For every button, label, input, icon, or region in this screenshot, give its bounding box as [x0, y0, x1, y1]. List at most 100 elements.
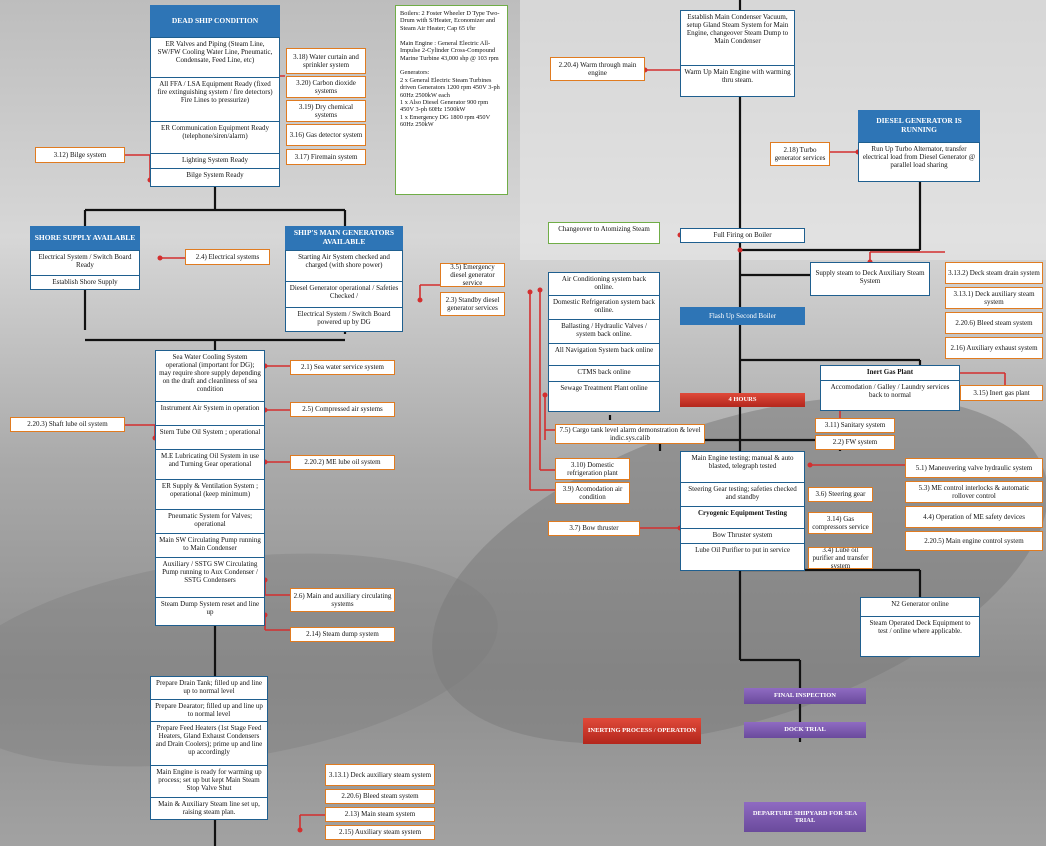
ref-box: 3.7) Bow thruster	[548, 521, 640, 536]
dead-ship-item: All FFA / LSA Equipment Ready (fixed fir…	[151, 77, 279, 121]
testing-item: Steering Gear testing; safeties checked …	[681, 482, 804, 506]
ref-box: 2.20.3) Shaft lube oil system	[10, 417, 125, 432]
dead-ship-item: ER Communication Equipment Ready (teleph…	[151, 121, 279, 153]
ref-box: 3.14) Gas compressors service	[808, 512, 873, 534]
testing-item: Cryogenic Equipment Testing	[681, 506, 804, 528]
ship-gen-item: Electrical System / Switch Board powered…	[286, 307, 402, 332]
ref-box: 2.15) Auxiliary steam system	[325, 825, 435, 840]
systems-list: Sea Water Cooling System operational (im…	[155, 350, 265, 626]
ref-box: 3.10) Domestic refrigeration plant	[555, 458, 630, 480]
ref-box: 3.19) Dry chemical systems	[286, 100, 366, 122]
inert-item: Inert Gas Plant	[866, 368, 914, 376]
condenser-item: Warm Up Main Engine with warming thru st…	[681, 65, 794, 96]
four-hours-marker: 4 HOURS	[680, 393, 805, 407]
ref-box: 7.5) Cargo tank level alarm demonstratio…	[555, 424, 705, 444]
ref-box: 3.9) Acomodation air condition	[555, 482, 630, 504]
feed-item: Prepare Feed Heaters (1st Stage Feed Hea…	[151, 721, 267, 765]
shore-supply-list: Electrical System / Switch Board Ready E…	[30, 250, 140, 290]
ref-box: 3.15) Inert gas plant	[960, 385, 1043, 401]
accom-item: Ballasting / Hydraulic Valves / system b…	[549, 319, 659, 343]
accom-item: Domestic Refrigeration system back onlin…	[549, 295, 659, 319]
ref-box: 3.4) Lube oil purifier and transfer syst…	[808, 547, 873, 569]
n2-list: N2 Generator online Steam Operated Deck …	[860, 597, 980, 657]
main-condenser-list: Establish Main Condenser Vacuum, setup G…	[680, 10, 795, 97]
accom-list: Air Conditioning system back online. Dom…	[548, 272, 660, 412]
dock-trial-box: DOCK TRIAL	[744, 722, 866, 738]
ref-box: 2.5) Compressed air systems	[290, 402, 395, 417]
ship-gen-item: Diesel Generator operational / Safeties …	[286, 281, 402, 307]
inert-list: Inert Gas Plant Accomodation / Galley / …	[820, 365, 960, 411]
system-item: M.E Lubricating Oil System in use and Tu…	[156, 449, 264, 479]
testing-item: Lube Oil Purifier to put in service	[681, 543, 804, 569]
dead-ship-item: Bilge System Ready	[151, 168, 279, 183]
dead-ship-header: DEAD SHIP CONDITION	[150, 5, 280, 37]
feed-item: Prepare Dearator; filled up and line up …	[151, 699, 267, 721]
ref-box: 2.18) Turbo generator services	[770, 142, 830, 166]
ref-box: 2.20.2) ME lube oil system	[290, 455, 395, 470]
feed-item: Main & Auxiliary Steam line set up, rais…	[151, 797, 267, 819]
ref-box: 3.17) Firemain system	[286, 149, 366, 165]
ref-box: 2.6) Main and auxiliary circulating syst…	[290, 588, 395, 612]
system-item: Main SW Circulating Pump running to Main…	[156, 533, 264, 557]
ref-box: 2.20.4) Warm through main engine	[550, 57, 645, 81]
ref-box: 2.13) Main steam system	[325, 807, 435, 822]
system-item: Steam Dump System reset and line up	[156, 597, 264, 619]
ref-box: 2.1) Sea water service system	[290, 360, 395, 375]
ref-box: 2.4) Electrical systems	[185, 249, 270, 265]
accom-item: Air Conditioning system back online.	[561, 275, 647, 292]
ref-box: 2.2) FW system	[815, 435, 895, 450]
ship-generators-header: SHIP'S MAIN GENERATORS AVAILABLE	[285, 226, 403, 250]
system-item: Instrument Air System in operation	[156, 401, 264, 425]
second-boiler-box: Flash Up Second Boiler	[680, 307, 805, 325]
shore-item: Establish Shore Supply	[31, 275, 139, 290]
dead-ship-item: Lighting System Ready	[151, 153, 279, 168]
ref-box: 3.16) Gas detector system	[286, 124, 366, 146]
inert-item: Accomodation / Galley / Laundry services…	[821, 380, 959, 410]
ref-box: 2.20.6) Bleed steam system	[325, 789, 435, 804]
dead-ship-list: ER Valves and Piping (Steam Line, SW/FW …	[150, 37, 280, 187]
feed-item: Prepare Drain Tank; filled up and line u…	[156, 679, 262, 696]
ref-box: 3.20) Carbon dioxide systems	[286, 76, 366, 98]
ref-box: 3.13.1) Deck auxiliary steam system	[945, 287, 1043, 309]
ref-box: 2.20.5) Main engine control system	[905, 531, 1043, 551]
ref-box: 3.5) Emergency diesel generator service	[440, 263, 505, 287]
dg-running-text: Run Up Turbo Alternator, transfer electr…	[858, 142, 980, 182]
shore-item: Electrical System / Switch Board Ready	[38, 253, 132, 270]
ref-box: 3.11) Sanitary system	[815, 418, 895, 433]
ref-box: 2.14) Steam dump system	[290, 627, 395, 642]
equipment-info-box: Boilers: 2 Foster Wheeler D Type Two-Dru…	[395, 5, 508, 195]
final-inspection-box: FINAL INSPECTION	[744, 688, 866, 704]
n2-item: N2 Generator online	[891, 600, 949, 608]
shore-supply-header: SHORE SUPPLY AVAILABLE	[30, 226, 140, 250]
ref-box: 3.13.1) Deck auxiliary steam system	[325, 764, 435, 786]
testing-item: Main Engine testing; manual & auto blast…	[691, 454, 794, 471]
deck-steam-box: Supply steam to Deck Auxiliary Steam Sys…	[810, 262, 930, 296]
system-item: Auxiliary / SSTG SW Circulating Pump run…	[156, 557, 264, 597]
dg-running-header: DIESEL GENERATOR IS RUNNING	[858, 110, 980, 142]
ref-box: 2.16) Auxiliary exhaust system	[945, 337, 1043, 359]
system-item: Sea Water Cooling System operational (im…	[159, 353, 261, 394]
dead-ship-item: ER Valves and Piping (Steam Line, SW/FW …	[157, 40, 273, 65]
ref-box: 3.13.2) Deck steam drain system	[945, 262, 1043, 284]
ref-box: 5.1) Maneuvering valve hydraulic system	[905, 458, 1043, 478]
n2-item: Steam Operated Deck Equipment to test / …	[861, 616, 979, 656]
system-item: Stern Tube Oil System ; operational	[156, 425, 264, 449]
testing-list: Main Engine testing; manual & auto blast…	[680, 451, 805, 571]
departure-box: DEPARTURE SHIPYARD FOR SEA TRIAL	[744, 802, 866, 832]
ship-gen-item: Starting Air System checked and charged …	[298, 253, 390, 270]
testing-item: Bow Thruster system	[681, 528, 804, 543]
ref-box: 3.6) Steering gear	[808, 487, 873, 502]
atomizing-steam-box: Changeover to Atomizing Steam	[548, 222, 660, 244]
ref-box: 2.20.6) Bleed steam system	[945, 312, 1043, 334]
ref-box: 5.3) ME control interlocks & automatic r…	[905, 481, 1043, 503]
ship-generators-list: Starting Air System checked and charged …	[285, 250, 403, 332]
accom-item: CTMS back online	[549, 365, 659, 381]
feed-preparation-list: Prepare Drain Tank; filled up and line u…	[150, 676, 268, 820]
system-item: Pneumatic System for Valves; operational	[156, 509, 264, 533]
inerting-box: INERTING PROCESS / OPERATION	[583, 718, 701, 744]
condenser-item: Establish Main Condenser Vacuum, setup G…	[686, 13, 789, 46]
accom-item: All Navigation System back online	[549, 343, 659, 365]
full-firing-box: Full Firing on Boiler	[680, 228, 805, 243]
ref-box: 4.4) Operation of ME safety devices	[905, 506, 1043, 528]
system-item: ER Supply & Ventilation System ; operati…	[156, 479, 264, 509]
